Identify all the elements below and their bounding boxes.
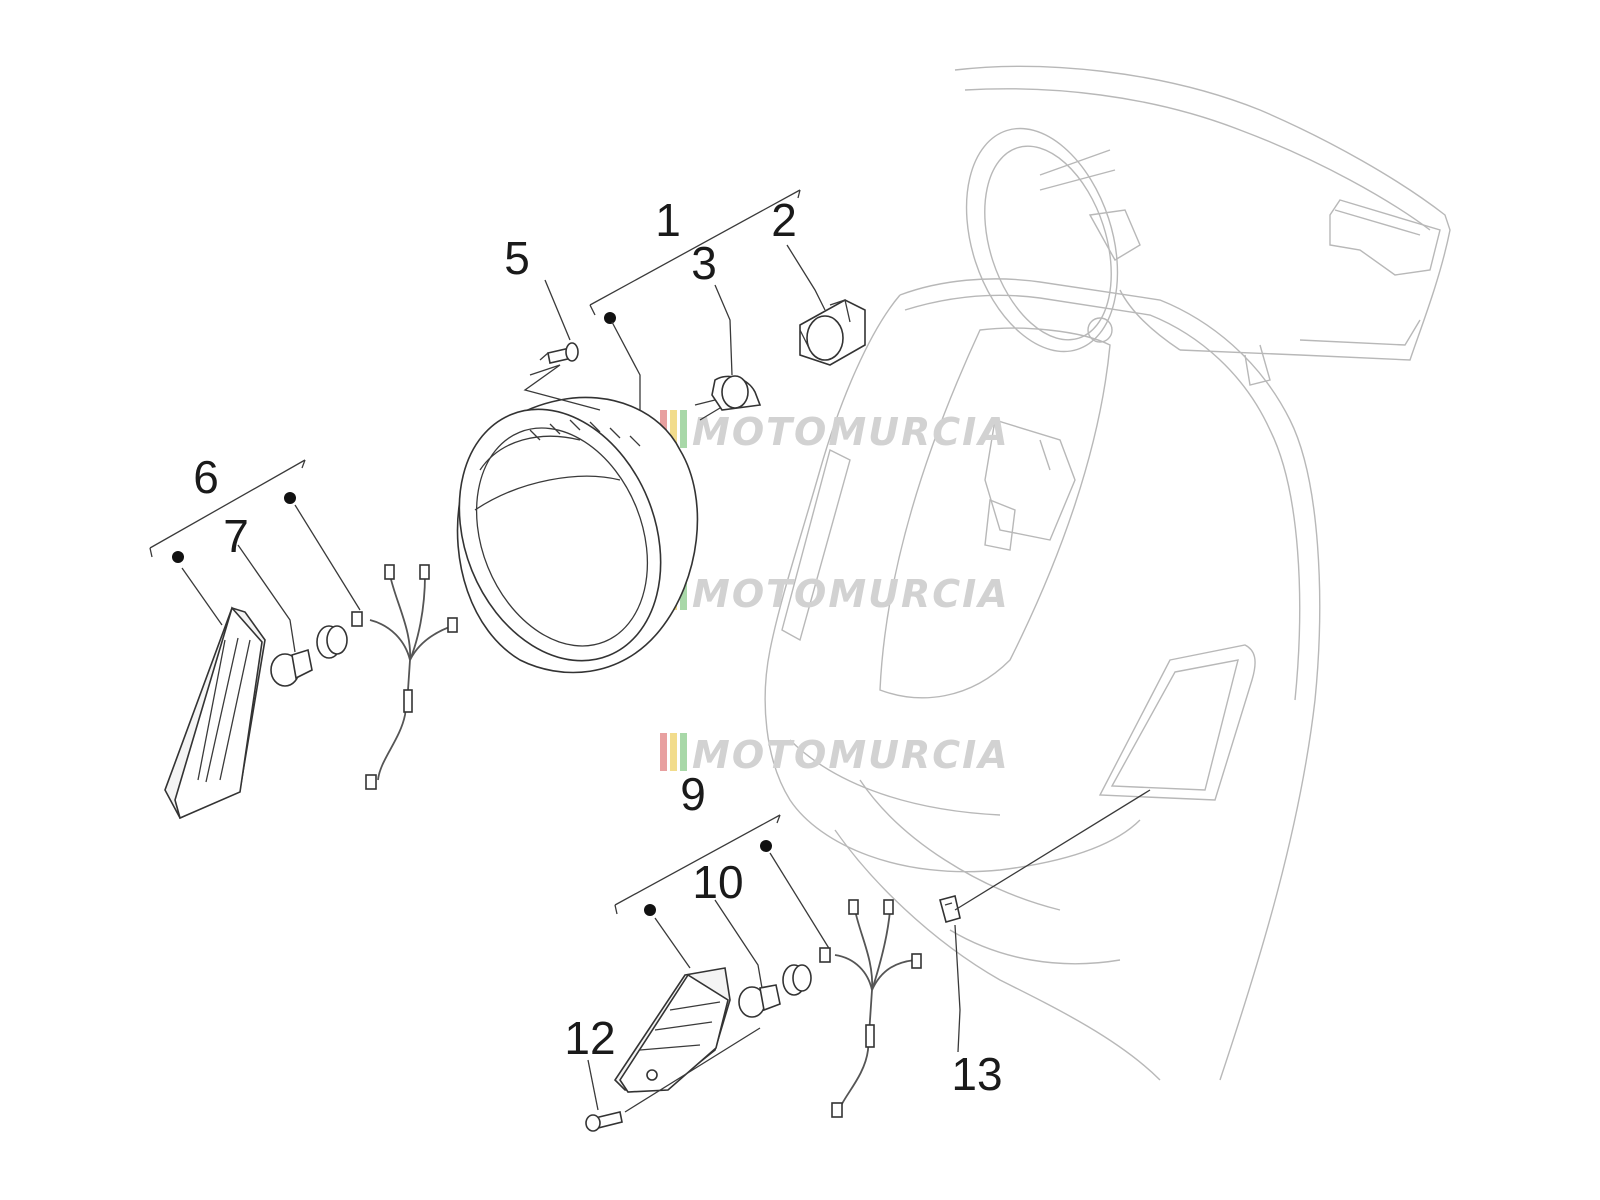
- watermark-text: MOTOMURCIA: [692, 733, 1010, 777]
- indicator-lens-6: [164, 606, 266, 820]
- headlamp-bulb-3: [694, 375, 762, 421]
- callout-13: 13: [951, 1048, 1002, 1100]
- screw-5: [539, 342, 579, 364]
- scooter-body-outline: [764, 65, 1451, 1081]
- callout-dot: [644, 904, 656, 916]
- indicator-bulb-10: [738, 984, 781, 1018]
- indicator-lens-9: [613, 967, 731, 1093]
- right-indicator-assembly: [585, 789, 1151, 1132]
- callout-1: 1: [655, 194, 681, 246]
- left-wiring-harness: [351, 564, 458, 790]
- callout-labels: 1 2 3 5 6 7 9 10 12 13: [193, 194, 1002, 1100]
- headlight-assembly: [456, 189, 866, 674]
- callout-7: 7: [223, 510, 249, 562]
- callout-3: 3: [691, 237, 717, 289]
- watermark-3: MOTOMURCIA: [660, 733, 1010, 777]
- callout-dot: [172, 551, 184, 563]
- indicator-socket-rear: [782, 964, 812, 996]
- callout-9: 9: [680, 768, 706, 820]
- callout-dot: [284, 492, 296, 504]
- callout-12: 12: [564, 1012, 615, 1064]
- callout-dot: [604, 312, 616, 324]
- screw-12: [585, 1111, 623, 1132]
- callout-dot: [760, 840, 772, 852]
- harness-clip-13: [939, 895, 961, 923]
- bulb-holder-2: [799, 299, 866, 366]
- left-indicator-assembly: [149, 459, 458, 820]
- right-wiring-harness: [819, 899, 922, 1118]
- watermark-1: MOTOMURCIA: [660, 410, 1010, 454]
- headlight-housing: [456, 396, 699, 674]
- callout-6: 6: [193, 451, 219, 503]
- callout-2: 2: [771, 194, 797, 246]
- watermark-2: MOTOMURCIA: [660, 572, 1010, 616]
- indicator-bulb-7: [270, 648, 313, 687]
- watermark-text: MOTOMURCIA: [692, 572, 1010, 616]
- callout-10: 10: [692, 856, 743, 908]
- indicator-socket: [316, 625, 348, 659]
- watermark-text: MOTOMURCIA: [692, 410, 1010, 454]
- callout-5: 5: [504, 232, 530, 284]
